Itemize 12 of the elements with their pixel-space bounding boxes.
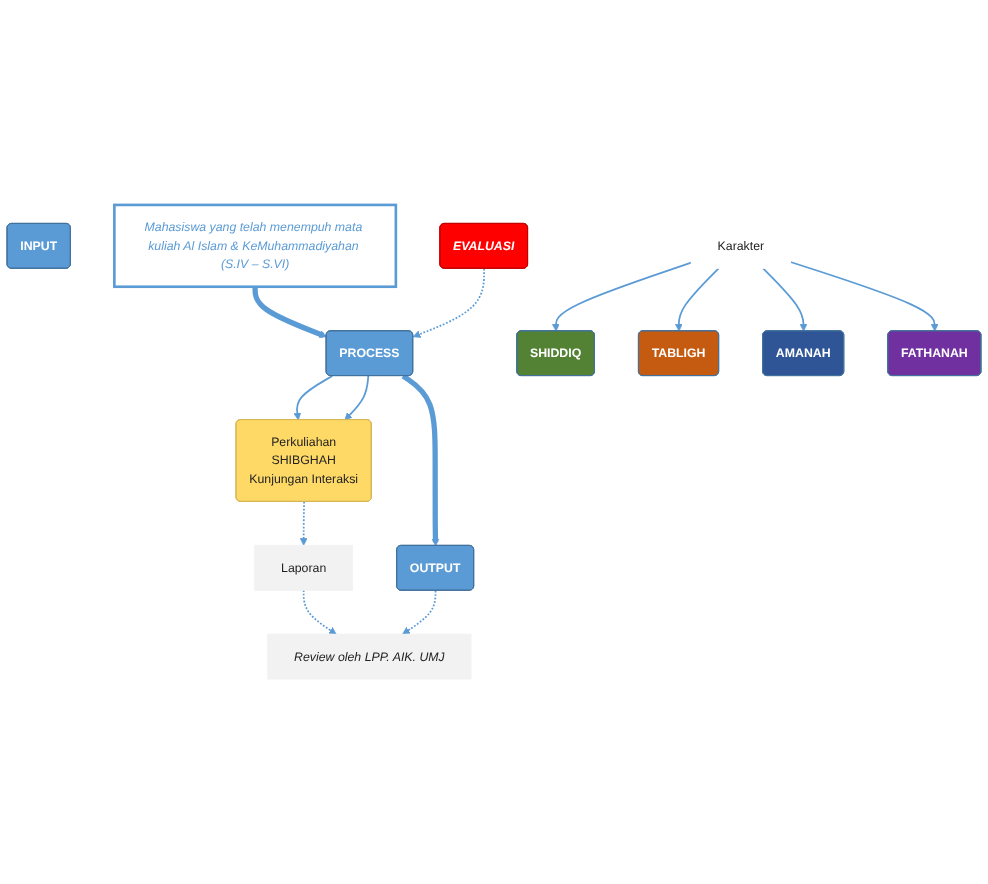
- arrow: [401, 373, 440, 547]
- arrow: [402, 589, 437, 635]
- arrow: [412, 267, 486, 338]
- arrow: [252, 286, 327, 338]
- arrow: [299, 500, 308, 546]
- arrow: [552, 261, 693, 332]
- arrow: [762, 267, 808, 332]
- arrow: [293, 375, 334, 421]
- arrow: [674, 267, 720, 332]
- arrow: [302, 589, 337, 635]
- arrow: [344, 375, 370, 421]
- arrow: [789, 261, 939, 332]
